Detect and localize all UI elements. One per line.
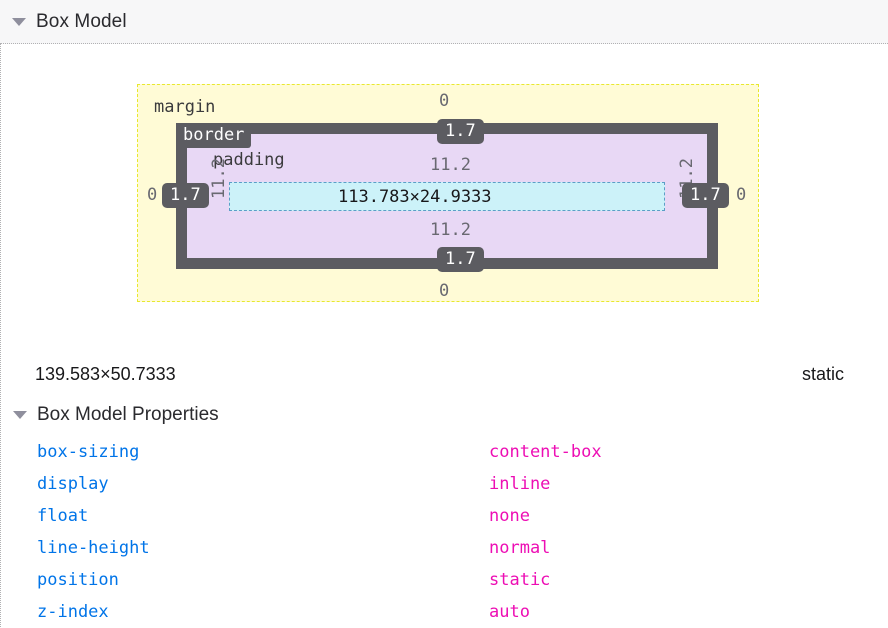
box-model-border-region[interactable]: padding 11.2 11.2 11.2 11.2 113.783×24.9…: [162, 119, 729, 272]
property-value[interactable]: auto: [489, 602, 530, 622]
property-row[interactable]: display inline: [1, 468, 888, 500]
property-value[interactable]: normal: [489, 538, 551, 558]
property-name[interactable]: box-sizing: [37, 442, 140, 462]
padding-region-label: padding: [213, 150, 285, 170]
margin-right-value[interactable]: 0: [736, 185, 747, 205]
element-position-keyword: static: [801, 364, 844, 384]
box-model-padding-region[interactable]: padding 11.2 11.2 11.2 11.2 113.783×24.9…: [187, 134, 707, 258]
border-bottom-value[interactable]: 1.7: [437, 247, 484, 272]
box-model-panel-body: margin 0 0 0 0 padding 11.2 11.2 11.2 11…: [0, 44, 888, 627]
border-left-value[interactable]: 1.7: [162, 183, 209, 208]
box-model-properties-header[interactable]: Box Model Properties: [1, 400, 888, 430]
box-model-properties-list: box-sizing content-box display inline fl…: [1, 436, 888, 628]
box-model-properties-title: Box Model Properties: [37, 404, 219, 425]
property-row[interactable]: z-index auto: [1, 596, 888, 628]
property-row[interactable]: position static: [1, 564, 888, 596]
box-model-content-region[interactable]: 113.783×24.9333: [229, 182, 665, 211]
content-size-value[interactable]: 113.783×24.9333: [338, 187, 492, 207]
property-name[interactable]: display: [37, 474, 109, 494]
chevron-down-icon[interactable]: [12, 17, 26, 26]
padding-left-value[interactable]: 11.2: [209, 158, 229, 199]
property-value[interactable]: content-box: [489, 442, 602, 462]
padding-bottom-value[interactable]: 11.2: [430, 220, 471, 240]
property-row[interactable]: float none: [1, 500, 888, 532]
margin-bottom-value[interactable]: 0: [439, 281, 450, 301]
property-value[interactable]: none: [489, 506, 530, 526]
element-size-row: 139.583×50.7333 static: [1, 356, 888, 400]
property-name[interactable]: float: [37, 506, 89, 526]
property-name[interactable]: line-height: [37, 538, 150, 558]
margin-top-value[interactable]: 0: [439, 91, 450, 111]
page-title: Box Model: [36, 10, 127, 32]
box-model-margin-region[interactable]: margin 0 0 0 0 padding 11.2 11.2 11.2 11…: [137, 84, 759, 302]
box-model-header[interactable]: Box Model: [0, 0, 888, 44]
property-row[interactable]: box-sizing content-box: [1, 436, 888, 468]
padding-top-value[interactable]: 11.2: [430, 155, 471, 175]
property-name[interactable]: z-index: [37, 602, 109, 622]
property-name[interactable]: position: [37, 570, 119, 590]
property-value[interactable]: static: [489, 570, 551, 590]
chevron-down-icon[interactable]: [13, 411, 27, 419]
margin-region-label: margin: [154, 97, 216, 117]
property-row[interactable]: line-height normal: [1, 532, 888, 564]
border-right-value[interactable]: 1.7: [682, 183, 729, 208]
box-model-diagram: margin 0 0 0 0 padding 11.2 11.2 11.2 11…: [1, 44, 888, 312]
element-size-value[interactable]: 139.583×50.7333: [35, 364, 176, 384]
property-value[interactable]: inline: [489, 474, 551, 494]
border-top-value[interactable]: 1.7: [437, 119, 484, 144]
margin-left-value[interactable]: 0: [147, 185, 158, 205]
border-region-label: border: [176, 123, 252, 148]
